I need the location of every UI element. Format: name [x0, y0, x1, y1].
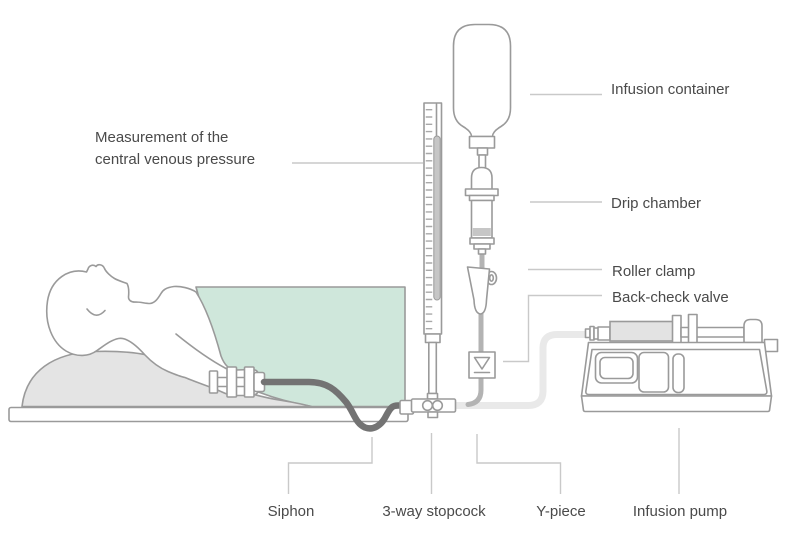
- roller-clamp-label: Roller clamp: [612, 263, 696, 280]
- siphon-tube: [260, 378, 415, 432]
- y-piece-label: Y-piece: [536, 503, 586, 520]
- pump-button-panel: [638, 351, 670, 393]
- pump-front-panel: [585, 348, 768, 396]
- pump-display-screen: [599, 356, 634, 380]
- pump-display: [594, 351, 639, 384]
- infusion-pump: [580, 313, 779, 413]
- manometer-water-column: [433, 135, 441, 301]
- leader-y-piece: [476, 434, 562, 494]
- siphon-label: Siphon: [267, 503, 315, 520]
- syringe-barrel: [609, 320, 674, 342]
- closed-eye: [86, 308, 106, 316]
- infusion-container: [452, 23, 512, 169]
- three-way-stopcock-label: 3-way stopcock: [382, 503, 486, 520]
- cvp-measurement-label-line1: Measurement of the: [95, 129, 229, 146]
- pump-slot: [672, 353, 685, 394]
- y-piece-tube: [465, 371, 484, 407]
- roller-clamp: [466, 266, 498, 315]
- back-check-valve-label: Back-check valve: [612, 289, 729, 306]
- pump-tube: [451, 331, 600, 409]
- back-check-valve: [468, 351, 496, 379]
- manometer: [423, 102, 443, 395]
- drip-chamber-label: Drip chamber: [611, 195, 702, 212]
- leader-back-check-valve: [503, 294, 602, 363]
- syringe: [584, 313, 763, 348]
- leader-lines: [287, 93, 680, 494]
- infusion-container-label: Infusion container: [611, 81, 730, 98]
- three-way-stopcock: [410, 392, 457, 419]
- cvp-measurement-label-line2: central venous pressure: [95, 151, 256, 168]
- cvp-measurement-label: Measurement of the central venous pressu…: [95, 127, 255, 171]
- elbow-crease-line: [175, 333, 227, 370]
- drip-chamber: [464, 166, 499, 255]
- infusion-pump-label: Infusion pump: [632, 503, 728, 520]
- leader-siphon: [287, 437, 373, 494]
- pump-base: [580, 395, 773, 413]
- catheter-connector: [208, 366, 266, 398]
- pump-side-tab: [763, 338, 779, 353]
- drip-chamber-liquid: [472, 228, 491, 236]
